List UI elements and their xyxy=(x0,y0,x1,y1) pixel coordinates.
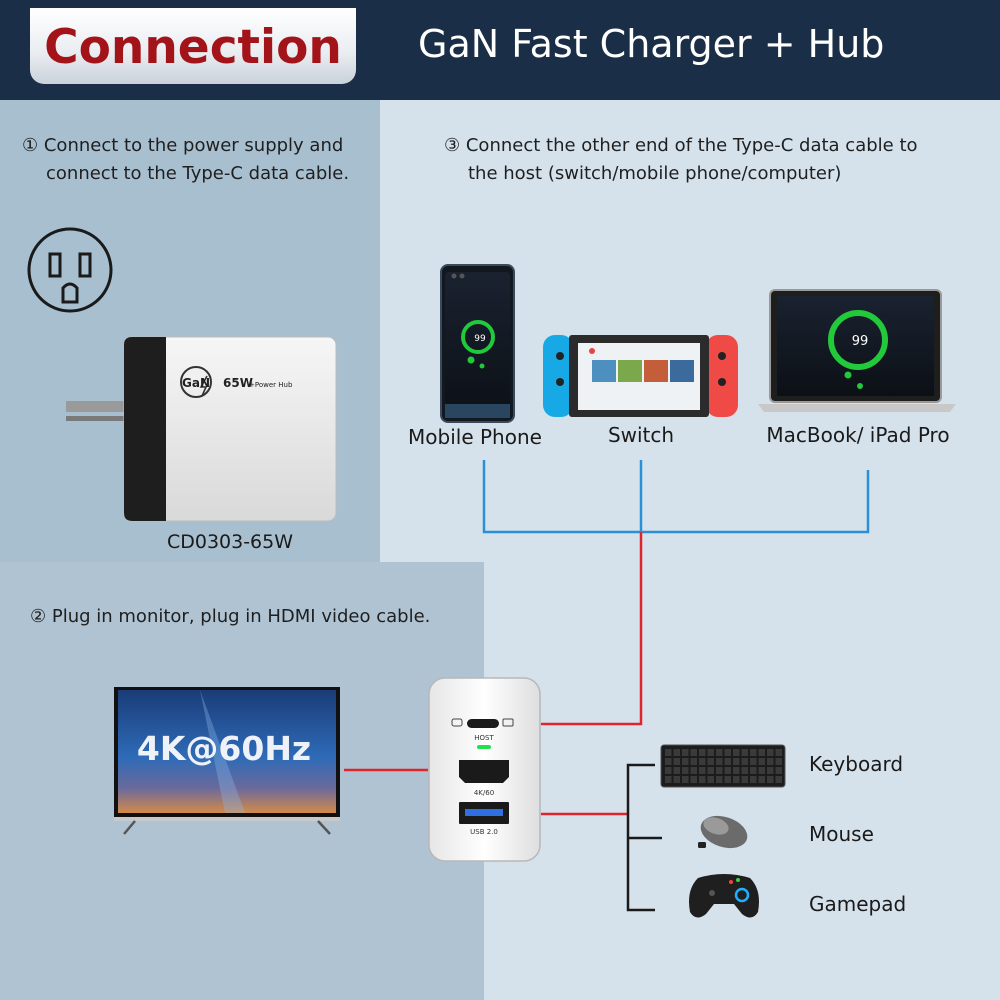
keyboard-key xyxy=(682,749,689,756)
keyboard-key xyxy=(733,749,740,756)
keyboard-key xyxy=(767,758,774,765)
keyboard-key xyxy=(758,749,765,756)
hub-image xyxy=(428,677,541,862)
peripheral-label-gamepad: Gamepad xyxy=(809,892,906,916)
host-label-switch: Switch xyxy=(608,423,674,447)
charger-sub: +Power Hub xyxy=(249,381,293,389)
keyboard-key xyxy=(767,776,774,783)
blue-cable-lines xyxy=(482,460,870,534)
keyboard-key xyxy=(733,776,740,783)
charger-brand: GaN xyxy=(182,376,210,390)
keyboard-key xyxy=(673,758,680,765)
keyboard-key xyxy=(665,749,672,756)
keyboard-key xyxy=(690,749,697,756)
step-1-line-2: connect to the Type-C data cable. xyxy=(46,163,350,184)
keyboard-key xyxy=(699,758,706,765)
keyboard-key xyxy=(682,758,689,765)
keyboard-key xyxy=(673,776,680,783)
header-badge: Connection xyxy=(30,8,356,84)
hub-port-usb: USB 2.0 xyxy=(470,828,498,836)
keyboard-key xyxy=(707,758,714,765)
keyboard-key xyxy=(758,758,765,765)
phone-battery: 99 xyxy=(474,334,486,344)
keyboard-key xyxy=(750,758,757,765)
keyboard-key xyxy=(716,767,723,774)
keyboard-key xyxy=(775,776,782,783)
keyboard-key xyxy=(716,758,723,765)
keyboard-key xyxy=(665,767,672,774)
keyboard-key xyxy=(741,758,748,765)
header-bar: Connection GaN Fast Charger + Hub xyxy=(0,0,1000,100)
keyboard-key xyxy=(750,767,757,774)
charger-model: CD0303-65W xyxy=(167,531,293,553)
keyboard-key xyxy=(690,776,697,783)
keyboard-key xyxy=(775,758,782,765)
peripheral-bracket xyxy=(626,763,662,912)
keyboard-key xyxy=(716,776,723,783)
mouse-icon xyxy=(698,815,748,849)
keyboard-key xyxy=(767,749,774,756)
keyboard-key xyxy=(707,776,714,783)
keyboard-key xyxy=(690,758,697,765)
keyboard-key xyxy=(741,767,748,774)
hub-port-host: HOST xyxy=(474,734,494,742)
peripheral-label-keyboard: Keyboard xyxy=(809,752,903,776)
keyboard-key xyxy=(682,767,689,774)
keyboard-key xyxy=(724,776,731,783)
step-2: ② Plug in monitor, plug in HDMI video ca… xyxy=(30,606,431,627)
keyboard-key xyxy=(665,776,672,783)
keyboard-key xyxy=(724,767,731,774)
keyboard-key xyxy=(673,749,680,756)
monitor-image xyxy=(114,687,340,835)
keyboard-key xyxy=(741,776,748,783)
keyboard-key xyxy=(699,749,706,756)
mobile-phone-image xyxy=(440,264,515,423)
keyboard-key xyxy=(665,758,672,765)
keyboard-key xyxy=(707,749,714,756)
hub-port-hdmi: 4K/60 xyxy=(474,789,494,797)
keyboard-key xyxy=(682,776,689,783)
keyboard-key xyxy=(767,767,774,774)
keyboard-key xyxy=(699,767,706,774)
keyboard-key xyxy=(750,776,757,783)
host-label-laptop: MacBook/ iPad Pro xyxy=(766,423,949,447)
charger-image xyxy=(66,336,337,522)
keyboard-icon xyxy=(660,744,786,788)
laptop-battery: 99 xyxy=(852,334,869,349)
keyboard-key xyxy=(758,767,765,774)
step-3-line-2: the host (switch/mobile phone/computer) xyxy=(468,163,842,184)
gamepad-icon xyxy=(689,874,759,918)
keyboard-key xyxy=(733,758,740,765)
keyboard-key xyxy=(724,749,731,756)
keyboard-key xyxy=(690,767,697,774)
keyboard-key xyxy=(775,767,782,774)
step-1-line-1: ① Connect to the power supply and xyxy=(22,135,344,156)
red-cable-lines xyxy=(344,532,643,816)
host-label-phone: Mobile Phone xyxy=(408,425,542,449)
charger-watt: 65W xyxy=(223,376,253,390)
keyboard-key xyxy=(775,749,782,756)
monitor-resolution: 4K@60Hz xyxy=(137,729,311,768)
outlet-icon xyxy=(27,227,113,313)
keyboard-key xyxy=(707,767,714,774)
peripheral-label-mouse: Mouse xyxy=(809,822,874,846)
laptop-image xyxy=(758,289,956,412)
badge-text: Connection xyxy=(44,20,342,75)
keyboard-key xyxy=(758,776,765,783)
keyboard-key xyxy=(724,758,731,765)
keyboard-key xyxy=(673,767,680,774)
keyboard-key xyxy=(750,749,757,756)
page-title: GaN Fast Charger + Hub xyxy=(418,22,885,66)
keyboard-key xyxy=(699,776,706,783)
keyboard-key xyxy=(741,749,748,756)
keyboard-key xyxy=(716,749,723,756)
step-3-line-1: ③ Connect the other end of the Type-C da… xyxy=(444,135,918,156)
switch-image xyxy=(543,335,738,417)
keyboard-key xyxy=(733,767,740,774)
